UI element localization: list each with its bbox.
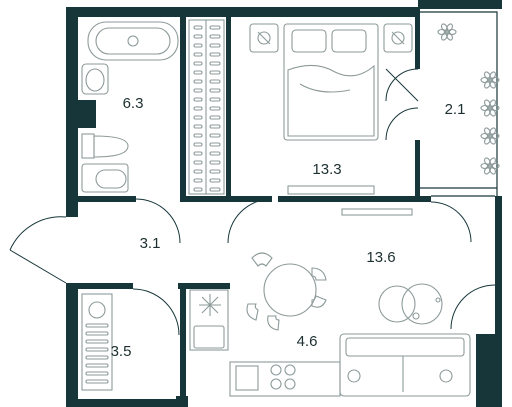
plant-icon — [480, 127, 500, 145]
room-area-wardrobe: 3.5 — [111, 343, 132, 360]
dining-table — [246, 252, 327, 331]
shelf-tick — [85, 363, 109, 368]
shelf-tick — [193, 115, 203, 120]
nightstand-left — [249, 23, 279, 53]
shelf-tick — [209, 187, 221, 192]
plant-icon — [480, 71, 500, 89]
tv-stand — [287, 185, 375, 195]
shelf-tick — [209, 52, 221, 57]
shelf-tick — [209, 169, 221, 174]
shelf-tick — [209, 25, 221, 30]
shelf-tick — [193, 88, 203, 93]
room-area-balcony: 2.1 — [445, 101, 466, 118]
shelf-tick — [193, 124, 203, 129]
shelf-tick — [193, 61, 203, 66]
sofa — [339, 333, 471, 397]
plant-icon — [480, 99, 500, 117]
shelf-tick — [193, 79, 203, 84]
room-area-bathroom: 6.3 — [123, 95, 144, 112]
shelf-tick — [193, 142, 203, 147]
shelf-tick — [209, 151, 221, 156]
toilet — [81, 133, 129, 159]
doors — [9, 68, 496, 336]
shelf-tick — [193, 97, 203, 102]
bathtub — [87, 21, 179, 61]
shelf-tick — [193, 43, 203, 48]
room-area-hallway: 3.1 — [140, 235, 161, 252]
shelf-tick — [209, 124, 221, 129]
balcony-plants — [437, 23, 500, 175]
radiator — [341, 208, 413, 216]
shelf-tick — [85, 323, 109, 328]
shelf-tick — [85, 371, 109, 376]
shelf-tick — [209, 79, 221, 84]
wardrobe-shelves — [81, 293, 113, 391]
stove-icon — [235, 364, 296, 391]
room-area-living-room: 13.6 — [366, 249, 395, 266]
shelf-tick — [209, 43, 221, 48]
shelf-tick — [209, 106, 221, 111]
plant-icon — [480, 157, 500, 175]
shelf-tick — [209, 34, 221, 39]
shelf-tick — [209, 178, 221, 183]
shelf-tick — [209, 88, 221, 93]
shelf-tick — [209, 133, 221, 138]
shelf-tick — [85, 379, 109, 384]
shelf-tick — [209, 142, 221, 147]
room-area-kitchen: 4.6 — [297, 333, 318, 350]
storage-shelves — [188, 19, 225, 195]
shelf-tick — [193, 160, 203, 165]
fridge-icon — [199, 294, 221, 316]
shelf-tick — [193, 178, 203, 183]
shelf-tick — [209, 115, 221, 120]
plant-icon — [437, 23, 457, 41]
shelf-tick — [209, 61, 221, 66]
shelf-tick — [193, 106, 203, 111]
shelf-tick — [193, 187, 203, 192]
shelf-tick — [193, 52, 203, 57]
shelf-tick — [85, 347, 109, 352]
bed — [283, 23, 379, 141]
kitchen-unit — [189, 289, 341, 397]
nightstand-right — [383, 23, 413, 53]
shelf-tick — [85, 339, 109, 344]
walls — [66, 0, 502, 407]
washing-machine — [81, 163, 129, 193]
shelf-tick — [193, 133, 203, 138]
shelf-tick — [193, 34, 203, 39]
shelf-tick — [85, 355, 109, 360]
shelf-tick — [193, 151, 203, 156]
shelf-tick — [85, 331, 109, 336]
shelf-tick — [193, 169, 203, 174]
shelf-tick — [209, 97, 221, 102]
room-area-bedroom: 13.3 — [312, 161, 341, 178]
shelf-tick — [193, 25, 203, 30]
coffee-table — [378, 283, 443, 325]
shelf-tick — [209, 70, 221, 75]
sink — [81, 63, 109, 95]
balcony-frame — [420, 11, 498, 197]
shelf-tick — [193, 70, 203, 75]
shelf-tick — [209, 160, 221, 165]
